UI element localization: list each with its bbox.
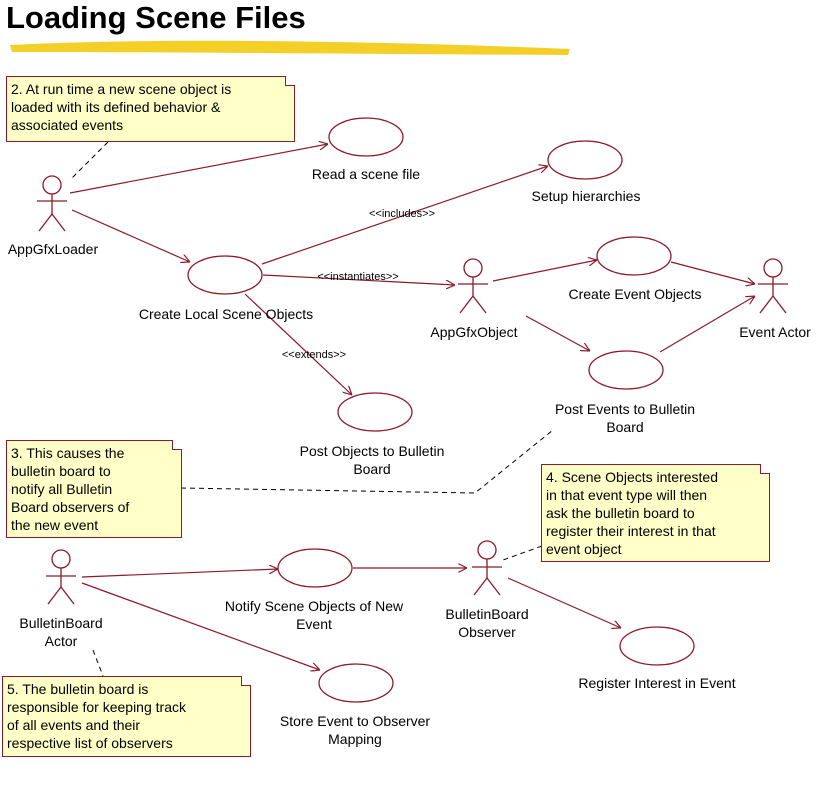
- stereotype-extends: <<extends>>: [282, 349, 346, 361]
- page-title: Loading Scene Files: [6, 0, 306, 35]
- usecase-register-interest: [619, 626, 695, 666]
- stereotype-instantiates: <<instantiates>>: [317, 271, 398, 283]
- assoc-create-event-eventactor: [670, 261, 755, 284]
- usecase-label-setup-hier: Setup hierarchies: [532, 188, 641, 204]
- title-highlight-stroke: [10, 40, 570, 55]
- usecase-label-store-2: Mapping: [328, 731, 382, 747]
- assoc-gfxobject-create-event: [492, 260, 597, 282]
- usecase-label-create-event: Create Event Objects: [568, 286, 701, 302]
- actor-appgfxloader: [37, 175, 67, 232]
- note5-anchor: [92, 649, 104, 677]
- usecase-create-event-objects: [596, 236, 672, 276]
- actor-label-bb-observer-1: BulletinBoard: [445, 606, 528, 622]
- actor-event-actor: [758, 258, 788, 314]
- actor-label-event-actor: Event Actor: [739, 324, 811, 340]
- usecase-label-post-objects-1: Post Objects to Bulletin: [300, 443, 445, 459]
- note-2: 2. At run time a new scene object is loa…: [6, 76, 295, 142]
- usecase-label-post-events-1: Post Events to Bulletin: [555, 401, 695, 417]
- actor-bulletinboard-observer: [472, 540, 502, 596]
- extend-create-postobjects: [244, 293, 352, 395]
- usecase-label-register: Register Interest in Event: [578, 675, 735, 691]
- usecase-post-events: [588, 350, 664, 390]
- note4-anchor: [502, 545, 543, 561]
- usecase-label-notify-2: Event: [296, 616, 332, 632]
- usecase-create-local-scene-objects: [187, 255, 263, 295]
- note-4: 4. Scene Objects interested in that even…: [541, 464, 770, 562]
- usecase-label-notify-1: Notify Scene Objects of New: [225, 598, 404, 614]
- actor-appgfxobject: [458, 258, 488, 314]
- usecase-label-create-local: Create Local Scene Objects: [139, 306, 313, 322]
- assoc-bbactor-notify: [81, 569, 278, 578]
- actor-label-appgfxobject: AppGfxObject: [430, 324, 517, 340]
- assoc-loader-read: [69, 144, 328, 194]
- usecase-label-store-1: Store Event to Observer: [280, 713, 431, 729]
- note2-anchor: [71, 141, 109, 179]
- actor-label-bb-actor-1: BulletinBoard: [19, 615, 102, 631]
- usecase-store-event-mapping: [318, 663, 394, 703]
- usecase-label-post-objects-2: Board: [353, 461, 390, 477]
- note3-anchor: [180, 429, 554, 494]
- stereotype-includes: <<includes>>: [369, 208, 435, 220]
- assoc-gfxobject-post-events: [525, 315, 590, 351]
- instantiate-create-gfxobject: [262, 274, 455, 285]
- assoc-post-events-eventactor: [659, 296, 755, 353]
- include-create-setup: [261, 166, 548, 265]
- assoc-observer-register: [507, 577, 621, 628]
- usecase-label-read-scene: Read a scene file: [312, 166, 420, 182]
- usecase-post-objects: [337, 392, 413, 432]
- usecase-read-scene-file: [328, 117, 404, 157]
- actor-label-appgfxloader: AppGfxLoader: [8, 241, 99, 257]
- note-5: 5. The bulletin board is responsible for…: [2, 676, 251, 757]
- actor-bulletinboard-actor: [46, 549, 76, 605]
- usecase-notify-scene-objects: [277, 548, 353, 588]
- note-3: 3. This causes the bulletin board to not…: [6, 440, 182, 538]
- usecase-label-post-events-2: Board: [606, 419, 643, 435]
- assoc-loader-create-local: [71, 209, 190, 262]
- actor-label-bb-actor-2: Actor: [45, 633, 78, 649]
- actor-label-bb-observer-2: Observer: [458, 624, 516, 640]
- usecase-setup-hierarchies: [547, 140, 623, 180]
- assoc-bbactor-store: [81, 582, 320, 670]
